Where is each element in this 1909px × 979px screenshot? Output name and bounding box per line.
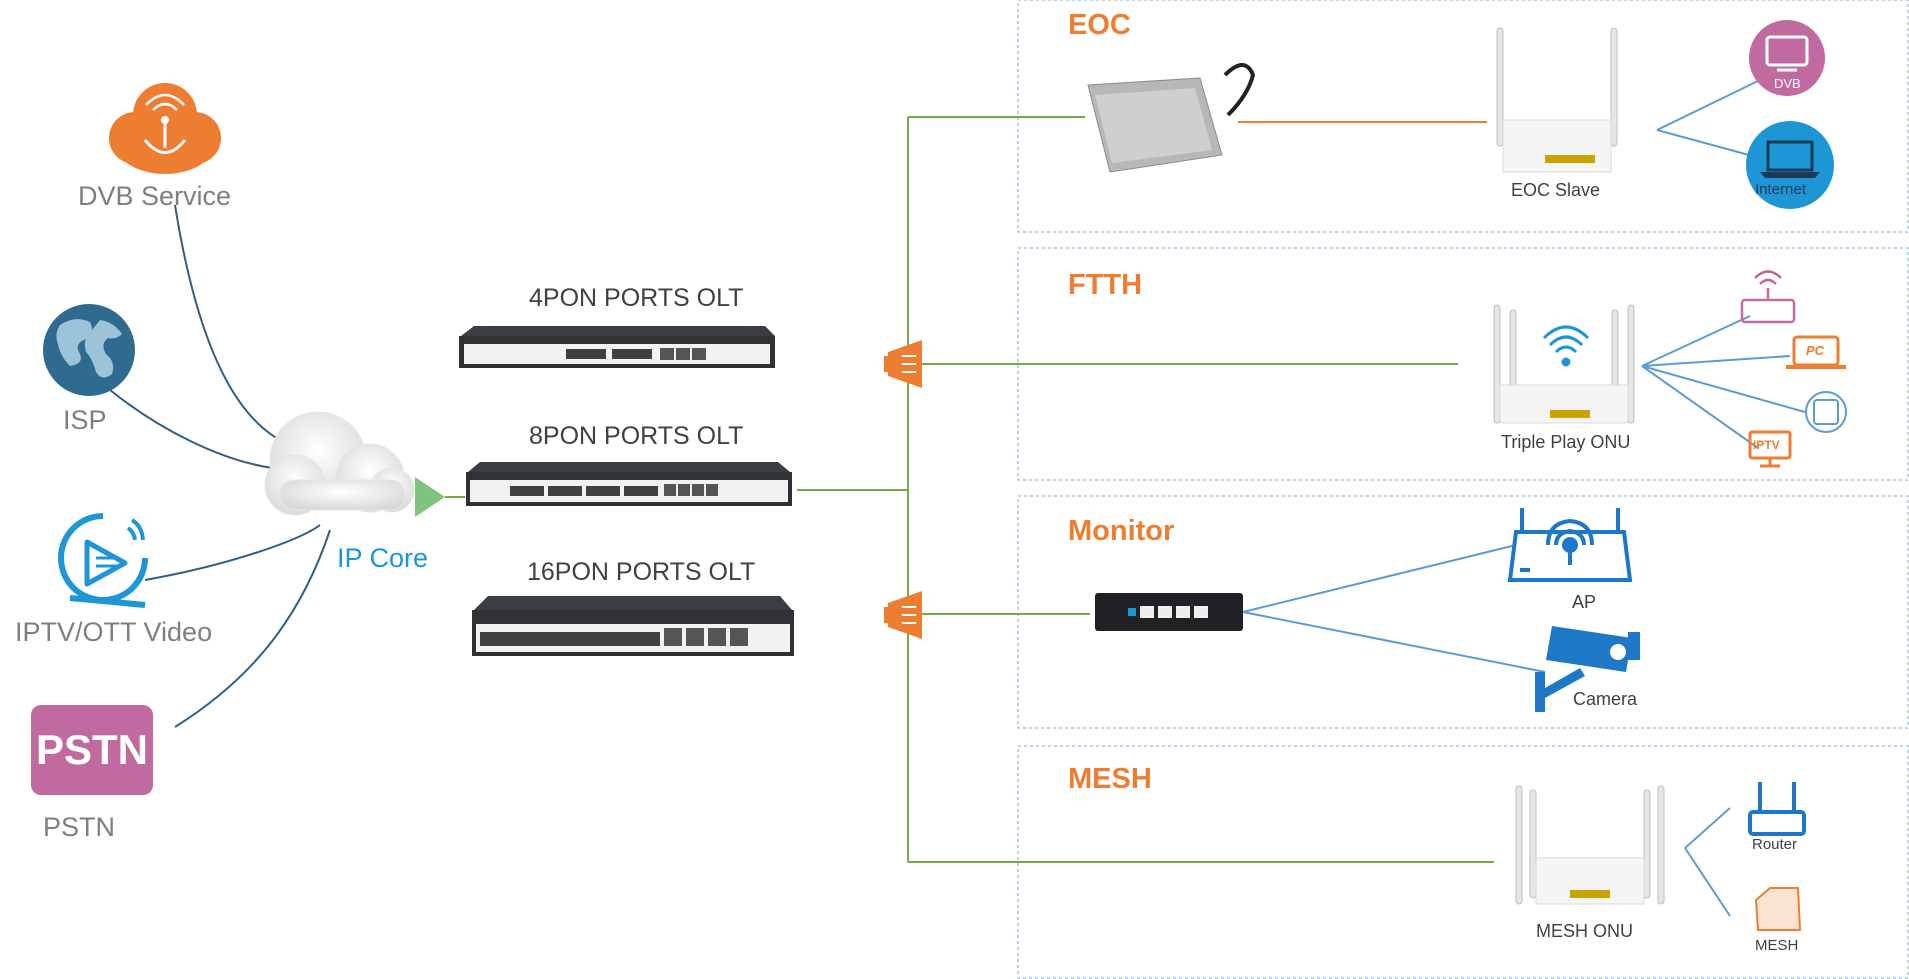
pc-icon: [1786, 335, 1846, 369]
satellite-dish-icon: [109, 83, 221, 174]
tv-icon: [1749, 20, 1825, 96]
laptop-icon: [1746, 121, 1834, 209]
dvb-endpoint-label: DVB: [1774, 76, 1801, 91]
eoc-master-device: [1087, 63, 1256, 173]
pstn-badge-text: PSTN: [35, 726, 148, 773]
eoc-client-links: [1656, 79, 1761, 159]
olt-4pon-label: 4PON PORTS OLT: [529, 284, 744, 312]
olt-8pon-device: [466, 462, 792, 506]
router-icon-mesh: [1748, 782, 1806, 836]
triple-play-onu-device: [1493, 304, 1635, 424]
core-arrow: [415, 477, 445, 517]
ap-endpoint-label: AP: [1572, 592, 1597, 612]
section-box-ftth: [1017, 247, 1909, 481]
isp-label: ISP: [63, 405, 107, 435]
section-title-monitor: Monitor: [1068, 515, 1175, 547]
mesh-client-links: [1684, 807, 1731, 917]
olt-16pon-device: [472, 596, 794, 656]
olt-4pon-device: [459, 326, 775, 368]
mesh-endpoint-label: MESH: [1755, 937, 1799, 954]
video-play-icon: [58, 512, 149, 608]
mesh-onu-device: [1515, 785, 1665, 905]
dvb-service-label: DVB Service: [78, 181, 232, 211]
section-box-eoc: [1017, 0, 1909, 233]
olt-8pon-label: 8PON PORTS OLT: [529, 422, 744, 450]
pstn-label: PSTN: [43, 812, 116, 842]
triple-play-onu-label: Triple Play ONU: [1501, 432, 1631, 452]
router-icon-ftth: [1740, 270, 1796, 324]
source-links: [109, 204, 331, 728]
poe-switch-device: [1095, 593, 1243, 631]
pstn-badge: [31, 705, 153, 795]
camera-icon: [1535, 626, 1640, 712]
section-box-monitor: [1017, 495, 1909, 729]
iptv-icon: [1748, 430, 1792, 468]
internet-endpoint-label: Internet: [1755, 181, 1806, 198]
iptv-endpoint-label: IPTV: [1753, 438, 1780, 452]
pc-endpoint-label: PC: [1806, 343, 1825, 358]
eoc-slave-label: EOC Slave: [1511, 180, 1601, 200]
router-endpoint-label: Router: [1752, 836, 1798, 853]
section-title-eoc: EOC: [1068, 9, 1131, 41]
wifi-icon: [1542, 325, 1590, 367]
monitor-client-links: [1242, 544, 1546, 673]
section-box-mesh: [1017, 745, 1909, 979]
mesh-onu-label: MESH ONU: [1536, 921, 1634, 941]
access-point-icon: [1507, 508, 1633, 582]
olt-16pon-label: 16PON PORTS OLT: [527, 558, 756, 586]
globe-icon: [43, 304, 135, 396]
fiber-links: [797, 116, 1494, 863]
iptv-ott-label: IPTV/OTT Video: [15, 617, 213, 647]
phone-icon: [1805, 391, 1847, 433]
ftth-client-links: [1641, 315, 1806, 449]
camera-endpoint-label: Camera: [1573, 689, 1638, 709]
section-title-mesh: MESH: [1068, 763, 1152, 795]
eoc-slave-device: [1496, 27, 1618, 173]
splitter-icon-1: [884, 340, 922, 388]
cloud-icon: [264, 411, 415, 516]
ip-core-label: IP Core: [337, 543, 429, 573]
mesh-node-icon: [1754, 887, 1802, 931]
section-title-ftth: FTTH: [1068, 269, 1143, 301]
splitter-icon-2: [884, 591, 922, 639]
